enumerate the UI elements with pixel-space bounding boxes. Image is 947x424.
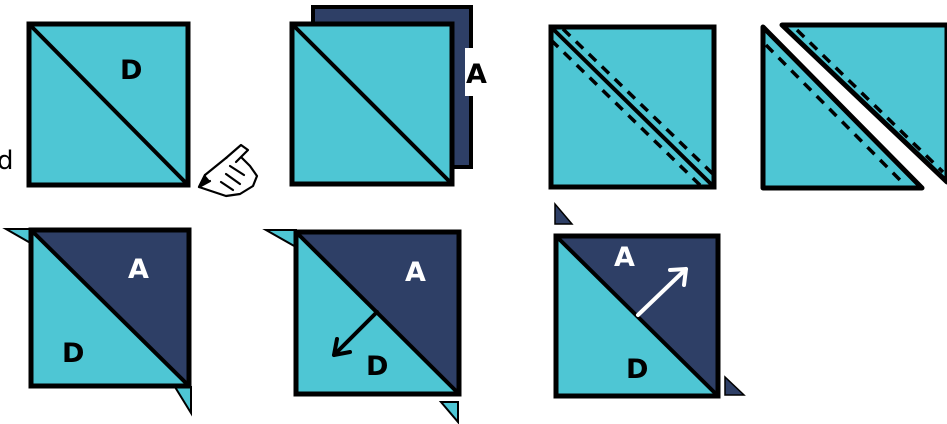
step-6-label-a: A: [405, 257, 426, 288]
step-7-label-a: A: [614, 242, 635, 273]
step-6-press-toward-light: A D: [262, 229, 462, 424]
step-4-seam-upper: [795, 28, 945, 174]
step-7-press-toward-dark: A D: [553, 201, 746, 399]
step-2-label-bg: [465, 48, 485, 96]
step-5-hst-unit: A D: [2, 227, 192, 417]
step-4-lower-piece: [760, 24, 925, 191]
step-2-diagonal-line: [292, 24, 452, 184]
step-6-dogear-top: [262, 229, 297, 249]
step-2-layer-squares: A: [289, 5, 487, 187]
step-7-dogear-bottom: [724, 375, 746, 396]
step-4-upper-piece: [779, 22, 947, 185]
step-1-draw-diagonal: D: [26, 21, 259, 198]
step-5-outline: [28, 227, 192, 389]
arrow-down-left-icon: [332, 310, 379, 357]
arrow-up-right-icon: [636, 267, 688, 317]
step-6-outline: [293, 229, 462, 397]
step-3-diagonal-line: [551, 27, 714, 187]
step-2-label: A: [466, 59, 487, 90]
step-3-sew-seams: [548, 24, 717, 190]
step-1-label: D: [120, 55, 142, 86]
step-6-label-d: D: [366, 351, 388, 382]
cropped-text: d: [0, 146, 14, 176]
pencil-hand-icon: [197, 143, 259, 198]
step-1-diagonal-line: [29, 24, 188, 185]
step-4-cut-apart: [760, 22, 947, 191]
step-5-diagonal-line: [29, 228, 191, 388]
step-6-dogear-bottom: [438, 401, 459, 424]
step-5-label-a: A: [128, 254, 149, 285]
step-5-dogear-bottom: [173, 386, 192, 417]
step-4-seam-lower: [764, 43, 906, 186]
step-7-outline: [553, 233, 721, 399]
step-7-dogear-top: [554, 201, 574, 225]
step-7-label-d: D: [626, 354, 648, 385]
step-5-label-d: D: [62, 338, 84, 369]
